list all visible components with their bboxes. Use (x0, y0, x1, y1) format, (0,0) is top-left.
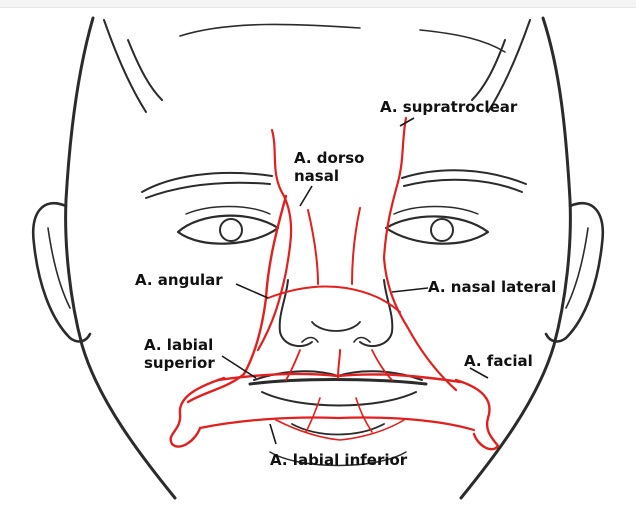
label-facial: A. facial (464, 352, 533, 370)
label-angular: A. angular (135, 271, 223, 289)
labels: A. supratroclear A. dorso nasal A. angul… (135, 98, 556, 469)
right-eyebrow (402, 170, 526, 192)
right-eye (386, 207, 488, 244)
label-dorso-nasal-line2: nasal (294, 167, 339, 185)
dorsal-nasal-artery-right (352, 208, 360, 284)
right-ear (546, 203, 603, 341)
lateral-nasal-artery (268, 286, 400, 312)
label-supratroclear: A. supratroclear (380, 98, 518, 116)
dorsal-nasal-artery-left (308, 210, 318, 284)
label-nasal-lateral: A. nasal lateral (428, 278, 556, 296)
left-ear (33, 203, 90, 341)
label-labial-superior-line2: superior (144, 354, 215, 372)
mental-branches (276, 420, 404, 440)
alar-branch-left (286, 350, 300, 380)
columellar-artery (338, 350, 340, 378)
label-labial-inferior: A. labial inferior (270, 451, 408, 469)
facial-artery-right (456, 380, 498, 449)
inferior-labial-artery (200, 417, 474, 430)
left-eye (178, 207, 278, 244)
label-dorso-nasal-line1: A. dorso (294, 149, 364, 167)
supratrochlear-artery-right (384, 118, 456, 390)
head-outline (66, 18, 571, 498)
label-labial-superior-line1: A. labial (144, 336, 213, 354)
left-eyebrow (142, 173, 272, 198)
